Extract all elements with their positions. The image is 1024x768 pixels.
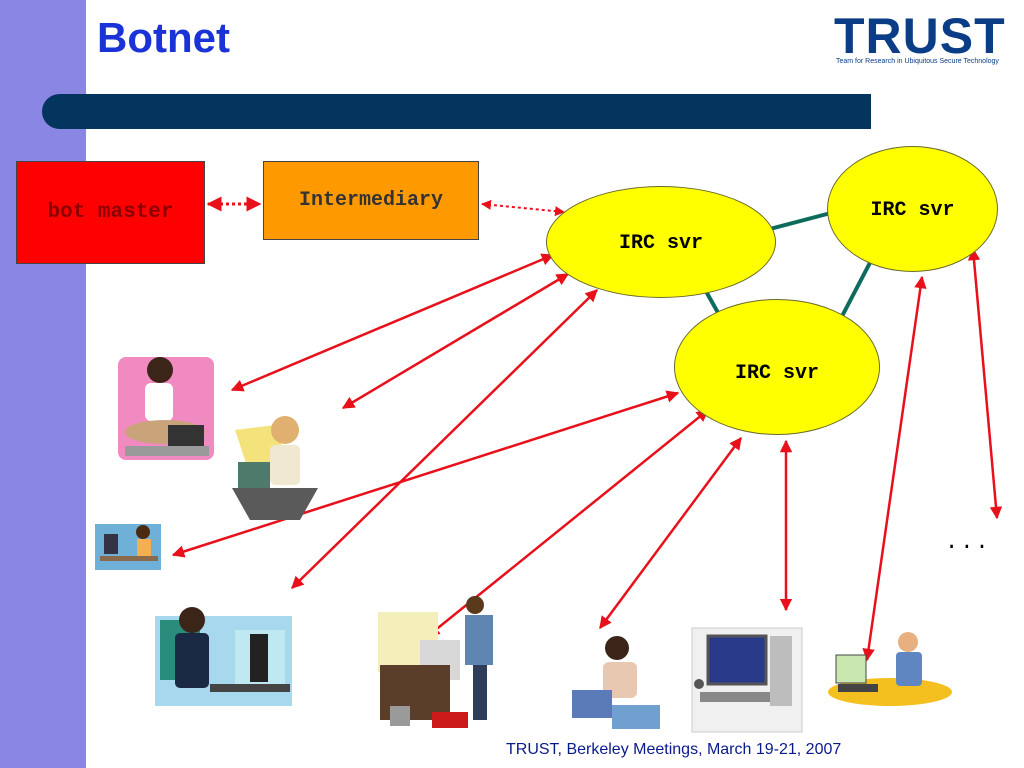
man-desk-computer-icon xyxy=(95,524,161,570)
trust-logo: TRUST Team for Research in Ubiquitous Se… xyxy=(834,8,1014,70)
irc-server-3: IRC svr xyxy=(674,299,880,435)
intermediary-node: Intermediary xyxy=(263,161,479,240)
more-bots-indicator: ... xyxy=(945,530,991,555)
link-bot-8 xyxy=(862,275,927,662)
woman-desk-computer-icon xyxy=(232,416,318,520)
man-workbench-icon xyxy=(378,596,493,728)
title-bar xyxy=(42,94,871,129)
logo-tagline: Team for Research in Ubiquitous Secure T… xyxy=(836,58,999,65)
logo-word: TRUST xyxy=(834,8,1006,64)
irc-server-1: IRC svr xyxy=(546,186,776,298)
woman-laptop-small-icon xyxy=(572,636,660,729)
link-intermediary-irc1 xyxy=(481,199,565,217)
woman-laptop-icon xyxy=(118,357,214,460)
link-bot-6 xyxy=(598,436,743,630)
slide-footer: TRUST, Berkeley Meetings, March 19-21, 2… xyxy=(506,741,842,758)
desktop-computer-icon xyxy=(691,627,803,733)
bot-master-node: bot master xyxy=(16,161,205,264)
link-bot-9 xyxy=(967,247,1003,520)
slide-title: Botnet xyxy=(97,14,230,61)
man-office-computer-icon xyxy=(155,607,292,706)
man-computer-couch-icon xyxy=(828,632,952,706)
irc-server-2: IRC svr xyxy=(827,146,998,272)
